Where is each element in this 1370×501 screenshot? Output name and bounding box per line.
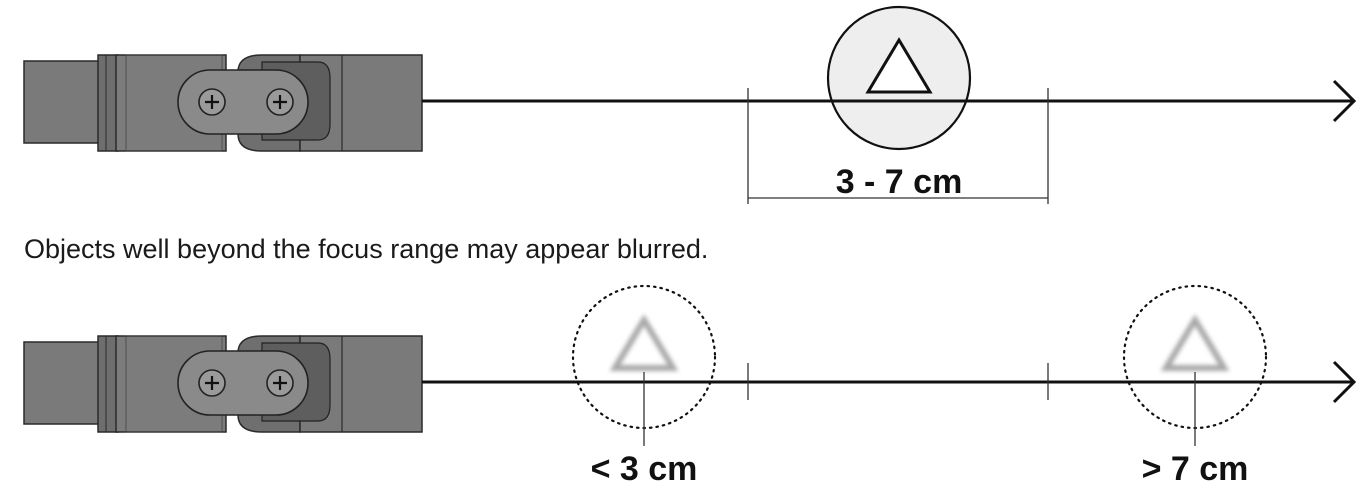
near-distance-label: < 3 cm xyxy=(591,450,698,488)
arrowhead-icon xyxy=(1332,360,1357,404)
far-distance-label: > 7 cm xyxy=(1142,450,1249,488)
triangle-icon xyxy=(865,37,933,94)
camera-probe-icon xyxy=(22,53,424,153)
blurred-triangle-icon xyxy=(1160,314,1230,371)
caption-text: Objects well beyond the focus range may … xyxy=(24,234,709,264)
camera-probe-icon xyxy=(22,334,424,434)
focus-range-bracket xyxy=(747,88,1049,204)
focus-range-ticks xyxy=(747,363,1049,400)
focus-range-label: 3 - 7 cm xyxy=(836,163,963,201)
arrowhead-icon xyxy=(1332,79,1357,123)
blurred-triangle-icon xyxy=(609,314,679,371)
